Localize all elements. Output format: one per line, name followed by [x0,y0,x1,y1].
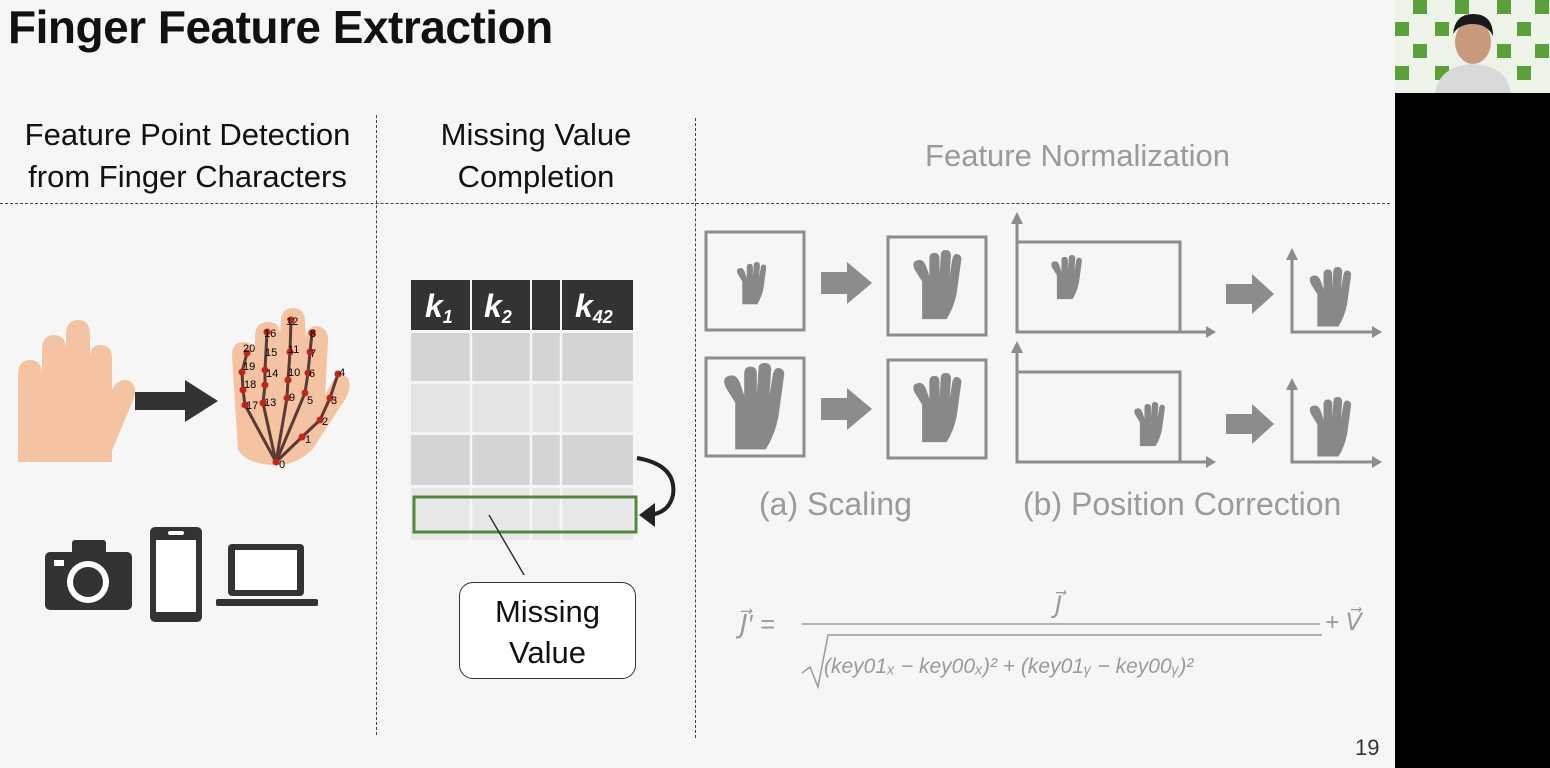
smartphone-icon [150,527,202,622]
kp-label-17: 17 [246,400,258,412]
kp-label-13: 13 [264,397,276,409]
hand-corrected-icon-2 [1309,397,1352,457]
presenter-webcam [1395,0,1550,93]
detection-heading-line2: from Finger Characters [28,159,347,194]
video-sidebar [1395,0,1550,768]
kp-label-16: 16 [264,328,276,340]
keypoint-hand-icon: 0 1 2 3 4 5 6 7 8 9 10 11 12 13 14 15 16… [232,308,350,471]
table-header-k1: k1 [425,288,453,327]
kp-label-6: 6 [309,368,315,380]
normalization-heading: Feature Normalization [925,138,1230,173]
position-axes-1 [1015,216,1212,334]
kp-label-15: 15 [265,347,277,359]
kp-label-18: 18 [244,379,256,391]
hand-corrected-icon-1 [1309,267,1352,327]
slide-title: Finger Feature Extraction [8,1,553,53]
laptop-icon [216,544,318,606]
hand-offset-icon-2 [1134,402,1165,447]
scaling-frame-large [704,356,806,458]
kp-label-9: 9 [289,392,295,404]
completion-arrow [636,456,676,517]
kp-label-12: 12 [286,316,298,328]
hand-small-icon [736,262,767,305]
kp-label-5: 5 [307,395,313,407]
table-row [411,333,633,381]
page-number: 19 [1355,735,1380,760]
callout-line1: Missing [494,594,601,629]
detection-illustration: 0 1 2 3 4 5 6 7 8 9 10 11 12 13 14 15 16… [18,308,350,622]
table-row [411,435,633,485]
completion-heading-line1: Missing Value [440,117,632,152]
position-arrow-2 [1226,404,1274,444]
kp-label-8: 8 [310,328,316,340]
kp-label-20: 20 [243,343,255,355]
slide: Finger Feature Extraction Feature Point … [0,1,1390,760]
kp-label-14: 14 [266,368,278,380]
table-header-k42: k42 [575,288,613,327]
position-axes-2 [1015,345,1212,464]
column-divider-2 [695,118,696,738]
caption-position-correction: (b) Position Correction [1023,486,1342,522]
kp-label-10: 10 [288,367,300,379]
formula-lhs: J⃗′ = [735,608,775,639]
formula-numerator: J⃗ [1051,590,1067,619]
kp-label-3: 3 [331,395,337,407]
scaling-arrow-2 [821,388,872,430]
completion-heading-line2: Completion [457,159,615,194]
plain-hand-icon [18,320,135,462]
kp-label-11: 11 [288,344,299,356]
hand-scaled-icon-2 [913,373,962,443]
kp-label-1: 1 [305,434,311,446]
table-row [411,384,633,432]
normalization-illustration [704,212,1382,468]
kp-label-2: 2 [322,416,328,428]
missing-value-callout: Missing Value [459,582,636,679]
detection-heading-line1: Feature Point Detection [24,117,351,152]
kp-label-4: 4 [339,367,345,379]
hand-scaled-icon-1 [913,250,962,320]
scaling-frame-small [704,230,806,332]
position-axes-result-1 [1290,252,1378,334]
table-header-bg [411,280,633,330]
detection-arrow [135,380,218,422]
caption-scaling: (a) Scaling [759,486,912,522]
hand-large-icon [724,363,785,450]
scaling-frame-result-2 [886,358,988,460]
kp-label-0: 0 [279,459,285,471]
callout-line2: Value [509,635,586,670]
position-arrow-1 [1226,274,1274,314]
feature-table: k1 k2 k42 [411,280,676,575]
scaling-frame-result-1 [886,235,988,337]
missing-row-highlight [412,495,638,534]
normalization-formula: J⃗′ = J⃗ (key01ₓ − key00ₓ)² + (key01ᵧ − … [735,590,1364,690]
formula-plus-vector: + V⃗ [1325,607,1364,636]
position-axes-result-2 [1290,382,1378,464]
kp-label-19: 19 [243,361,255,373]
presenter-video [1395,0,1550,93]
detection-heading: Feature Point Detection from Finger Char… [0,114,375,198]
table-header-k2: k2 [484,288,512,327]
camera-icon [45,540,132,610]
completion-heading: Missing Value Completion [380,114,692,198]
formula-denominator: (key01ₓ − key00ₓ)² + (key01ᵧ − key00ᵧ)² [824,655,1194,678]
column-divider-1 [376,115,377,735]
kp-label-7: 7 [310,348,316,360]
scaling-arrow-1 [821,262,872,304]
hand-offset-icon-1 [1051,255,1082,300]
